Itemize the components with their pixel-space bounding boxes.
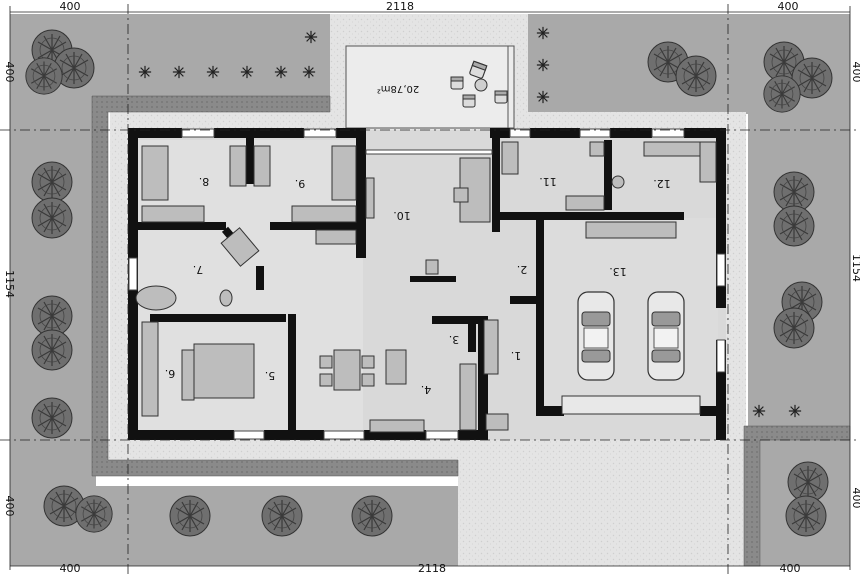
room-label-10: 10. (393, 209, 411, 222)
terrace (345, 45, 515, 129)
dim-right-top: 400 (850, 62, 860, 83)
dim-top-left: 400 (60, 0, 81, 13)
room-label-6: 6. (165, 367, 176, 380)
dim-bottom-middle: 2118 (418, 562, 446, 574)
room-label-8: 8. (199, 175, 210, 188)
dim-left-top: 400 (3, 62, 16, 83)
dim-bottom-right: 400 (780, 562, 801, 574)
room-label-3: 3. (449, 333, 460, 346)
room-label-13: 13. (609, 265, 627, 278)
room-label-4: 4. (421, 383, 432, 396)
dim-right-bottom: 400 (850, 488, 860, 509)
dim-left-middle: 1154 (3, 270, 16, 298)
dim-left-bottom: 400 (3, 496, 16, 517)
room-label-5: 5. (265, 369, 276, 382)
room-labels: 1. 2. 3. 4. 5. 6. 7. 8. 9. 10. 11. 12. 1… (165, 175, 671, 396)
room-label-1: 1. (511, 349, 522, 362)
dim-right-middle: 1154 (850, 254, 860, 282)
room-label-2: 2. (517, 263, 528, 276)
room-label-11: 11. (539, 175, 557, 188)
room-label-7: 7. (193, 263, 204, 276)
dimension-labels: 400 2118 400 400 2118 400 400 1154 400 4… (3, 0, 860, 574)
room-label-12: 12. (653, 177, 671, 190)
terrace-area-label: 20,78m² (377, 83, 419, 94)
dim-top-middle: 2118 (386, 0, 414, 13)
dimension-lines (0, 4, 860, 574)
furniture (135, 141, 717, 433)
dim-top-right: 400 (778, 0, 799, 13)
room-label-9: 9. (295, 177, 306, 190)
windows (128, 128, 726, 440)
dim-bottom-left: 400 (60, 562, 81, 574)
